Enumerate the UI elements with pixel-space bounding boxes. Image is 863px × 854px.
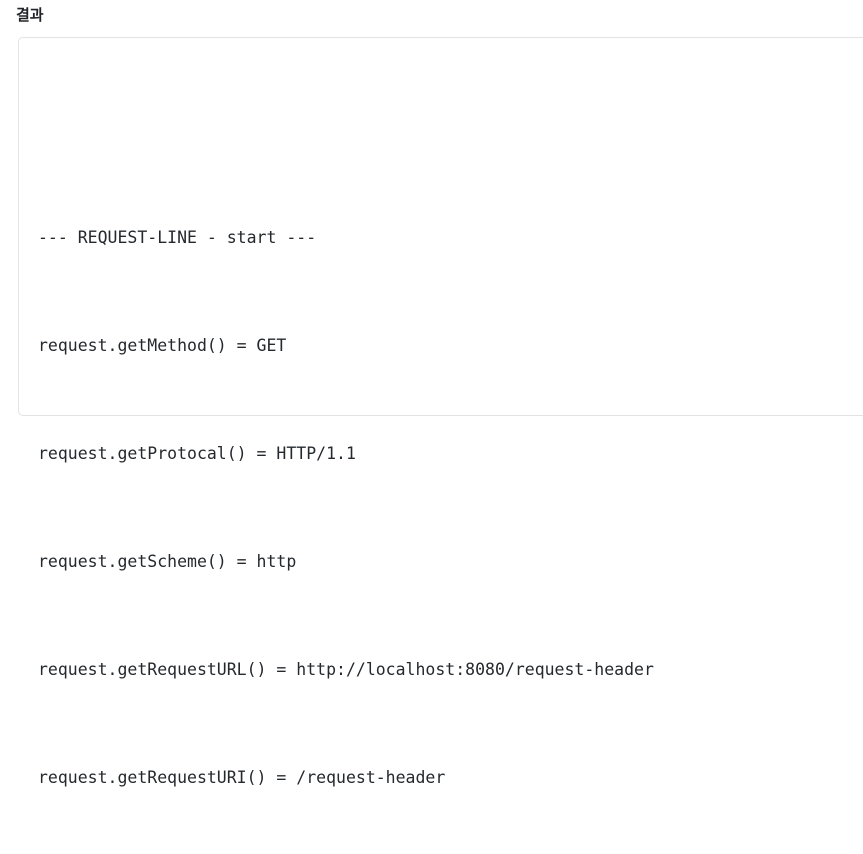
result-line: request.getRequestURL() = http://localho…	[38, 660, 654, 679]
page-title: 결과	[16, 7, 44, 24]
result-line: request.getRequestURI() = /request-heade…	[38, 768, 446, 787]
result-top-spacer	[38, 110, 654, 148]
result-line: --- REQUEST-LINE - start ---	[38, 228, 317, 247]
result-line: request.getProtocal() = HTTP/1.1	[38, 444, 356, 463]
page-root: 결과 --- REQUEST-LINE - start --- request.…	[16, 7, 863, 787]
result-output-text: --- REQUEST-LINE - start --- request.get…	[38, 38, 654, 854]
result-output-box: --- REQUEST-LINE - start --- request.get…	[18, 37, 863, 787]
result-line: request.getMethod() = GET	[38, 336, 287, 355]
result-line: request.getScheme() = http	[38, 552, 297, 571]
